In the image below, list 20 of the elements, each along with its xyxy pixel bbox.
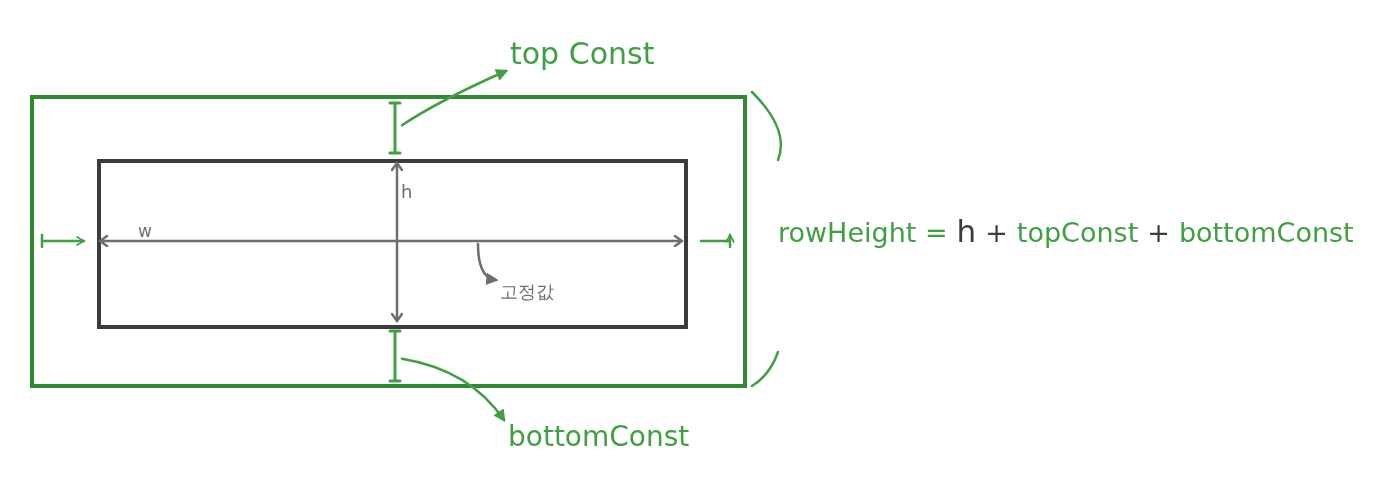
formula-text: bottomConst [1178, 218, 1354, 248]
dimension-label: h [401, 182, 413, 202]
gap-marker [388, 101, 402, 155]
note-text: 고정값 [500, 280, 554, 304]
gap-marker [388, 329, 402, 383]
constraint-label: top Const [510, 36, 655, 71]
curved-arrow [400, 357, 506, 422]
constraint-label: bottomConst [508, 420, 690, 453]
width-dimension-line [98, 235, 684, 247]
dimension-label: w [138, 222, 152, 241]
formula-text: h [956, 214, 977, 249]
curved-arrow [476, 242, 498, 284]
formula-text: + [1147, 218, 1170, 248]
height-dimension-line [391, 161, 403, 323]
row-outline [30, 95, 747, 388]
formula-text: rowHeight = [778, 218, 948, 248]
formula-text: + [985, 218, 1008, 248]
curved-arrow [400, 69, 508, 127]
formula-text: topConst [1016, 218, 1139, 248]
content-box [97, 159, 688, 329]
